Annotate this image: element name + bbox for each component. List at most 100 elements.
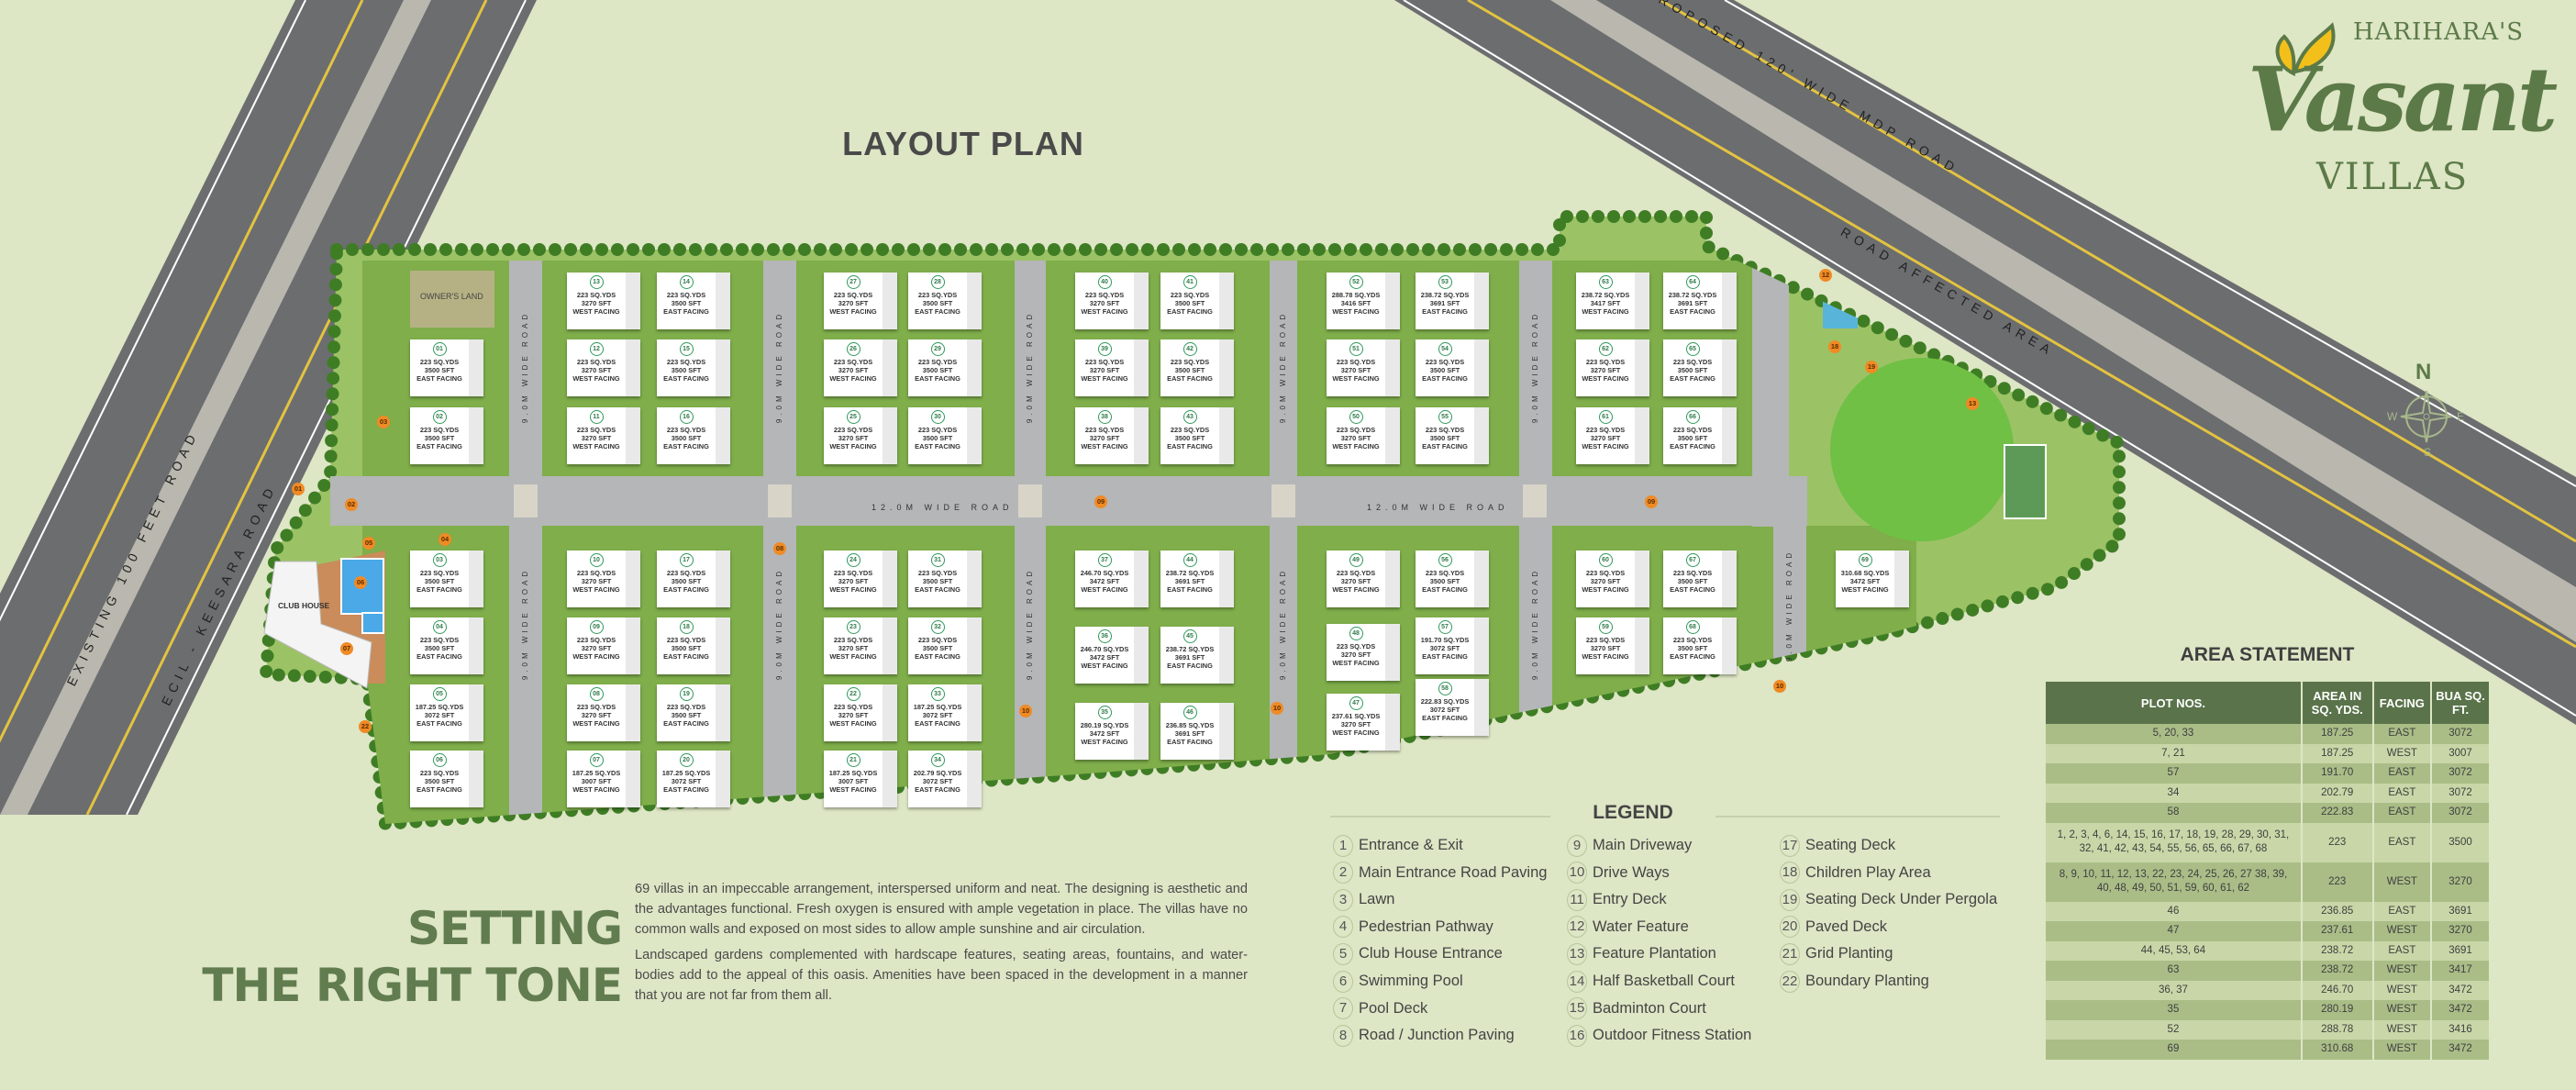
plot-area: 223 SQ.YDS xyxy=(666,703,706,711)
plot-bua: 3500 SFT xyxy=(1174,366,1205,374)
plot-number: 07 xyxy=(589,753,604,767)
plot-area: 223 SQ.YDS xyxy=(419,426,460,434)
plot-bua: 3500 SFT xyxy=(671,711,702,719)
table-cell: 3500 xyxy=(2431,822,2489,862)
plot-facing: WEST FACING xyxy=(1332,729,1380,737)
plot-bua: 3270 SFT xyxy=(1340,434,1371,442)
legend-label: Road / Junction Paving xyxy=(1359,1027,1515,1044)
plot-area: 223 SQ.YDS xyxy=(419,769,460,777)
plot-number: 55 xyxy=(1438,410,1452,424)
plot-facing: WEST FACING xyxy=(572,785,620,794)
plot-bua: 3270 SFT xyxy=(581,711,612,719)
plot-area: 223 SQ.YDS xyxy=(917,358,958,366)
legend-number-badge: 22 xyxy=(1780,970,1800,993)
legend-number-badge: 19 xyxy=(1780,888,1800,911)
intro-text: 69 villas in an impeccable arrangement, … xyxy=(635,879,1248,1011)
legend-number-badge: 18 xyxy=(1780,862,1800,884)
plot-area: 223 SQ.YDS xyxy=(833,358,873,366)
plot-number: 65 xyxy=(1685,342,1700,356)
plot-bua: 3500 SFT xyxy=(1677,366,1708,374)
plot-number: 54 xyxy=(1438,342,1452,356)
table-cell: 46 xyxy=(2046,901,2303,921)
plot-facing: WEST FACING xyxy=(1081,442,1128,450)
plot-area: 223 SQ.YDS xyxy=(1336,358,1376,366)
table-cell: 3072 xyxy=(2431,763,2489,784)
legend-number-badge: 14 xyxy=(1567,970,1587,993)
